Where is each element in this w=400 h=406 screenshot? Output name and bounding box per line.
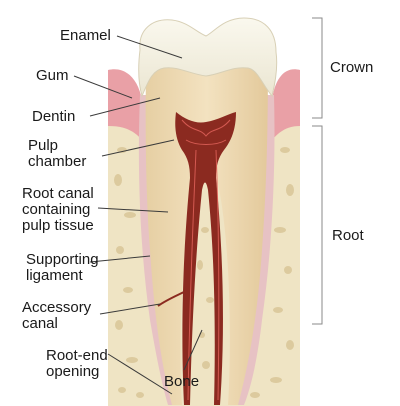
dentin — [145, 60, 268, 405]
label-accessory-line1: Accessory — [22, 299, 92, 316]
label-pulp-chamber-line2: chamber — [28, 153, 86, 170]
label-bone: Bone — [164, 373, 199, 390]
pulp-chamber — [175, 112, 236, 405]
accessory-canal — [157, 289, 189, 307]
bone-leader — [183, 329, 203, 371]
dentin-leader — [89, 97, 161, 117]
label-root-end-line1: Root-end — [46, 347, 108, 364]
label-root-canal-line3: pulp tissue — [22, 217, 94, 234]
crown-bracket — [312, 17, 323, 119]
label-root: Root — [332, 227, 365, 244]
label-crown: Crown — [330, 59, 373, 76]
label-pulp-chamber-line1: Pulp — [28, 137, 58, 154]
label-root-canal-line2: containing — [22, 201, 90, 218]
pulp-vessels — [181, 119, 231, 401]
root-bracket — [312, 125, 323, 325]
enamel-leader — [116, 35, 183, 59]
leader-lines — [73, 35, 203, 395]
pulp-chamber-leader — [101, 139, 175, 157]
gum — [108, 69, 142, 140]
label-root-end-line2: opening — [46, 363, 99, 380]
label-enamel: Enamel — [60, 27, 111, 44]
ligament-leader — [89, 255, 151, 263]
label-gum: Gum — [36, 67, 69, 84]
root-canal-leader — [97, 207, 169, 213]
label-root-canal-line1: Root canal — [22, 185, 94, 202]
bone-pores — [114, 147, 294, 398]
label-accessory-line2: canal — [22, 315, 58, 332]
accessory-canal-leader — [99, 303, 161, 315]
enamel — [138, 17, 278, 98]
root-end-leader — [107, 353, 173, 395]
label-ligament-line1: Supporting — [26, 251, 99, 268]
gum-right — [272, 69, 300, 140]
label-dentin: Dentin — [32, 108, 75, 125]
gum-leader — [73, 75, 133, 99]
label-ligament-line2: ligament — [26, 267, 84, 284]
